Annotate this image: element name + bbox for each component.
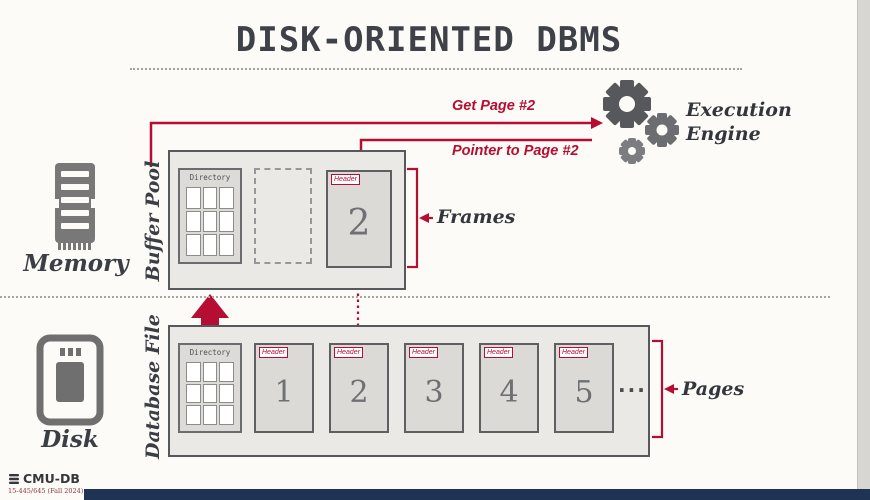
db-page-4: Header 4	[479, 343, 539, 433]
buffer-pool-page-2: Header 2	[326, 170, 392, 268]
page-header-tag: Header	[409, 347, 438, 358]
memory-label: Memory	[23, 250, 129, 277]
course-label: 15-445/645 (Fall 2024)	[8, 487, 84, 495]
get-page-label: Get Page #2	[452, 98, 536, 114]
page-number: 4	[499, 374, 519, 410]
page-header-tag: Header	[331, 174, 360, 185]
db-page-3: Header 3	[404, 343, 464, 433]
memory-icon	[51, 163, 99, 250]
directory-grid	[186, 362, 234, 425]
buffer-pool-label: Buffer Pool	[142, 160, 164, 282]
db-page-1: Header 1	[254, 343, 314, 433]
execution-engine-gears-icon	[603, 80, 679, 164]
pages-label: Pages	[682, 378, 745, 400]
bottom-bar	[84, 489, 870, 500]
directory-grid	[186, 187, 234, 256]
title-underline	[130, 68, 742, 70]
slide-title: DISK-ORIENTED DBMS	[235, 20, 623, 60]
pages-bracket	[652, 339, 678, 439]
database-file-directory: Directory	[178, 343, 242, 433]
page-number: 3	[424, 374, 444, 410]
page-number: 2	[349, 374, 369, 410]
right-edge-strip	[857, 0, 870, 500]
execution-engine-line2: Engine	[686, 123, 761, 145]
cmudb-logo: CMU-DB	[8, 471, 80, 486]
directory-label: Directory	[189, 173, 231, 182]
pointer-to-page-label: Pointer to Page #2	[452, 143, 579, 159]
frames-bracket	[407, 167, 433, 269]
page-header-tag: Header	[334, 347, 363, 358]
empty-frame	[254, 168, 312, 264]
execution-engine-label: Execution Engine	[686, 98, 792, 146]
database-file-label: Database File	[142, 314, 164, 459]
disk-label: Disk	[41, 426, 99, 453]
buffer-pool-directory: Directory	[178, 168, 242, 264]
page-number: 1	[274, 374, 294, 410]
page-header-tag: Header	[484, 347, 513, 358]
pages-ellipsis: ...	[618, 373, 647, 397]
db-page-5: Header 5	[554, 343, 614, 433]
database-file-box: Directory Header 1 Header 2 Header 3 Hea…	[168, 325, 650, 457]
page-header-tag: Header	[259, 347, 288, 358]
memory-disk-divider	[0, 296, 830, 298]
page-header-tag: Header	[559, 347, 588, 358]
cmudb-logo-text: CMU-DB	[23, 471, 80, 486]
execution-engine-line1: Execution	[686, 99, 792, 121]
buffer-pool-box: Directory Header 2	[168, 150, 406, 290]
disk-icon	[36, 334, 104, 426]
page-number: 5	[574, 374, 594, 410]
cmudb-logo-icon	[9, 473, 19, 484]
page-number: 2	[347, 202, 371, 244]
db-page-2: Header 2	[329, 343, 389, 433]
frames-label: Frames	[437, 206, 516, 228]
directory-label: Directory	[189, 348, 231, 357]
